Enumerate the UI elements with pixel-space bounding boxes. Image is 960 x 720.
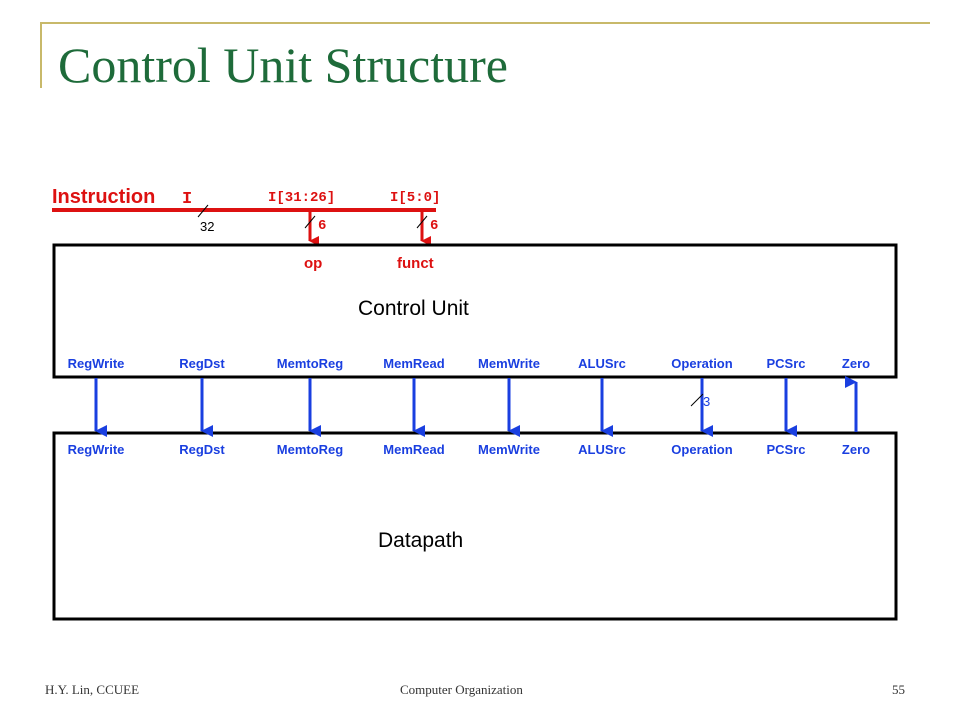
datapath-signal-memread: MemRead — [383, 442, 444, 457]
slide-title: Control Unit Structure — [58, 37, 508, 93]
datapath-signal-regdst: RegDst — [179, 442, 225, 457]
op-label: op — [304, 255, 322, 272]
instruction-label: Instruction — [52, 186, 155, 208]
datapath-signal-memtoreg: MemtoReg — [277, 442, 344, 457]
control-signal-memwrite: MemWrite — [478, 356, 540, 371]
datapath-signal-regwrite: RegWrite — [68, 442, 125, 457]
operation-width-label: 3 — [703, 394, 710, 409]
instruction-label-text: Instruction — [52, 186, 155, 208]
control-signal-regwrite: RegWrite — [68, 356, 125, 371]
datapath-signal-operation: Operation — [671, 442, 732, 457]
op-width-slash — [304, 215, 316, 229]
funct-label: funct — [397, 255, 434, 272]
control-signal-memtoreg: MemtoReg — [277, 356, 344, 371]
control-signal-memread: MemRead — [383, 356, 444, 371]
operation-width-slash — [690, 393, 704, 407]
datapath-signal-alusrc: ALUSrc — [578, 442, 626, 457]
instruction-width-label: 32 — [200, 219, 214, 234]
control-signal-labels: RegWrite RegDst MemtoReg MemRead MemWrite ALU… — [68, 356, 871, 371]
field-op-bits: I[31:26] — [268, 190, 335, 206]
control-signal-pcsrc: PCSrc — [766, 356, 805, 371]
frame-accent-horizontal — [40, 22, 930, 24]
footer-course: Computer Organization — [400, 682, 523, 697]
control-unit-box — [52, 243, 898, 379]
datapath-box — [52, 431, 898, 621]
funct-width-label: 6 — [430, 218, 438, 234]
instruction-var: I — [182, 190, 192, 209]
datapath-signal-memwrite: MemWrite — [478, 442, 540, 457]
footer-author: H.Y. Lin, CCUEE — [45, 682, 140, 697]
control-unit-label: Control Unit — [358, 297, 469, 320]
datapath-signal-labels: RegWrite RegDst MemtoReg MemRead MemWrite ALU… — [68, 442, 871, 457]
datapath-signal-zero: Zero — [842, 442, 870, 457]
control-signal-zero: Zero — [842, 356, 870, 371]
instruction-bus-slash — [197, 204, 209, 218]
datapath-label: Datapath — [378, 529, 463, 552]
op-width-label: 6 — [318, 218, 326, 234]
field-funct-bits: I[5:0] — [390, 190, 440, 206]
control-signal-regdst: RegDst — [179, 356, 225, 371]
control-signal-alusrc: ALUSrc — [578, 356, 626, 371]
funct-width-slash — [416, 215, 428, 229]
control-signal-operation: Operation — [671, 356, 732, 371]
footer-page-number: 55 — [892, 682, 905, 697]
frame-accent-vertical — [40, 22, 42, 88]
signal-arrows — [94, 376, 858, 437]
datapath-signal-pcsrc: PCSrc — [766, 442, 805, 457]
